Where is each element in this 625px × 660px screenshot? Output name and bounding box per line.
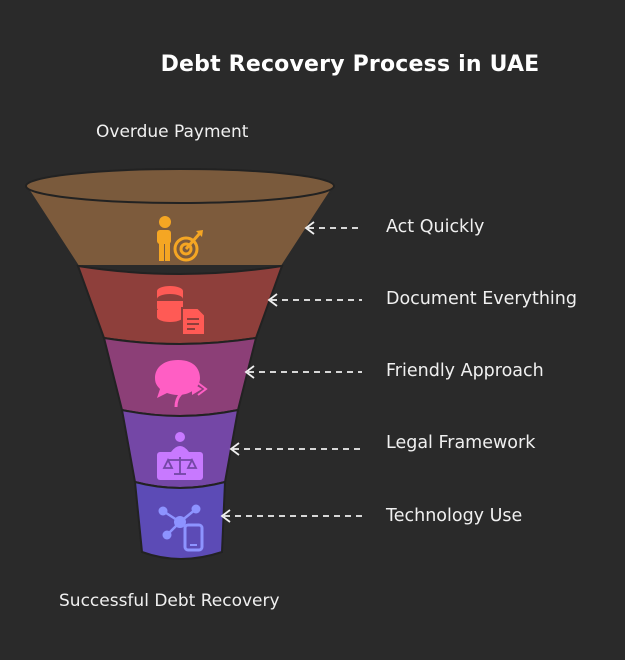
- step-label-legal-framework: Legal Framework: [386, 433, 536, 453]
- diagram-title: Debt Recovery Process in UAE: [160, 52, 540, 77]
- legal-scale-icon: [157, 432, 203, 480]
- database-document-icon: [157, 286, 206, 336]
- person-target-icon: [157, 216, 203, 262]
- funnel-rim: [25, 168, 335, 204]
- funnel-output-label: Successful Debt Recovery: [59, 591, 280, 611]
- step-label-act-quickly: Act Quickly: [386, 217, 485, 237]
- chat-share-icon: [155, 360, 208, 408]
- step-label-document-everything: Document Everything: [386, 289, 577, 309]
- connector-arrows: [220, 221, 362, 523]
- step-label-technology-use: Technology Use: [386, 506, 523, 526]
- network-device-icon: [158, 504, 204, 552]
- step-label-friendly-approach: Friendly Approach: [386, 361, 544, 381]
- funnel-input-label: Overdue Payment: [96, 122, 249, 142]
